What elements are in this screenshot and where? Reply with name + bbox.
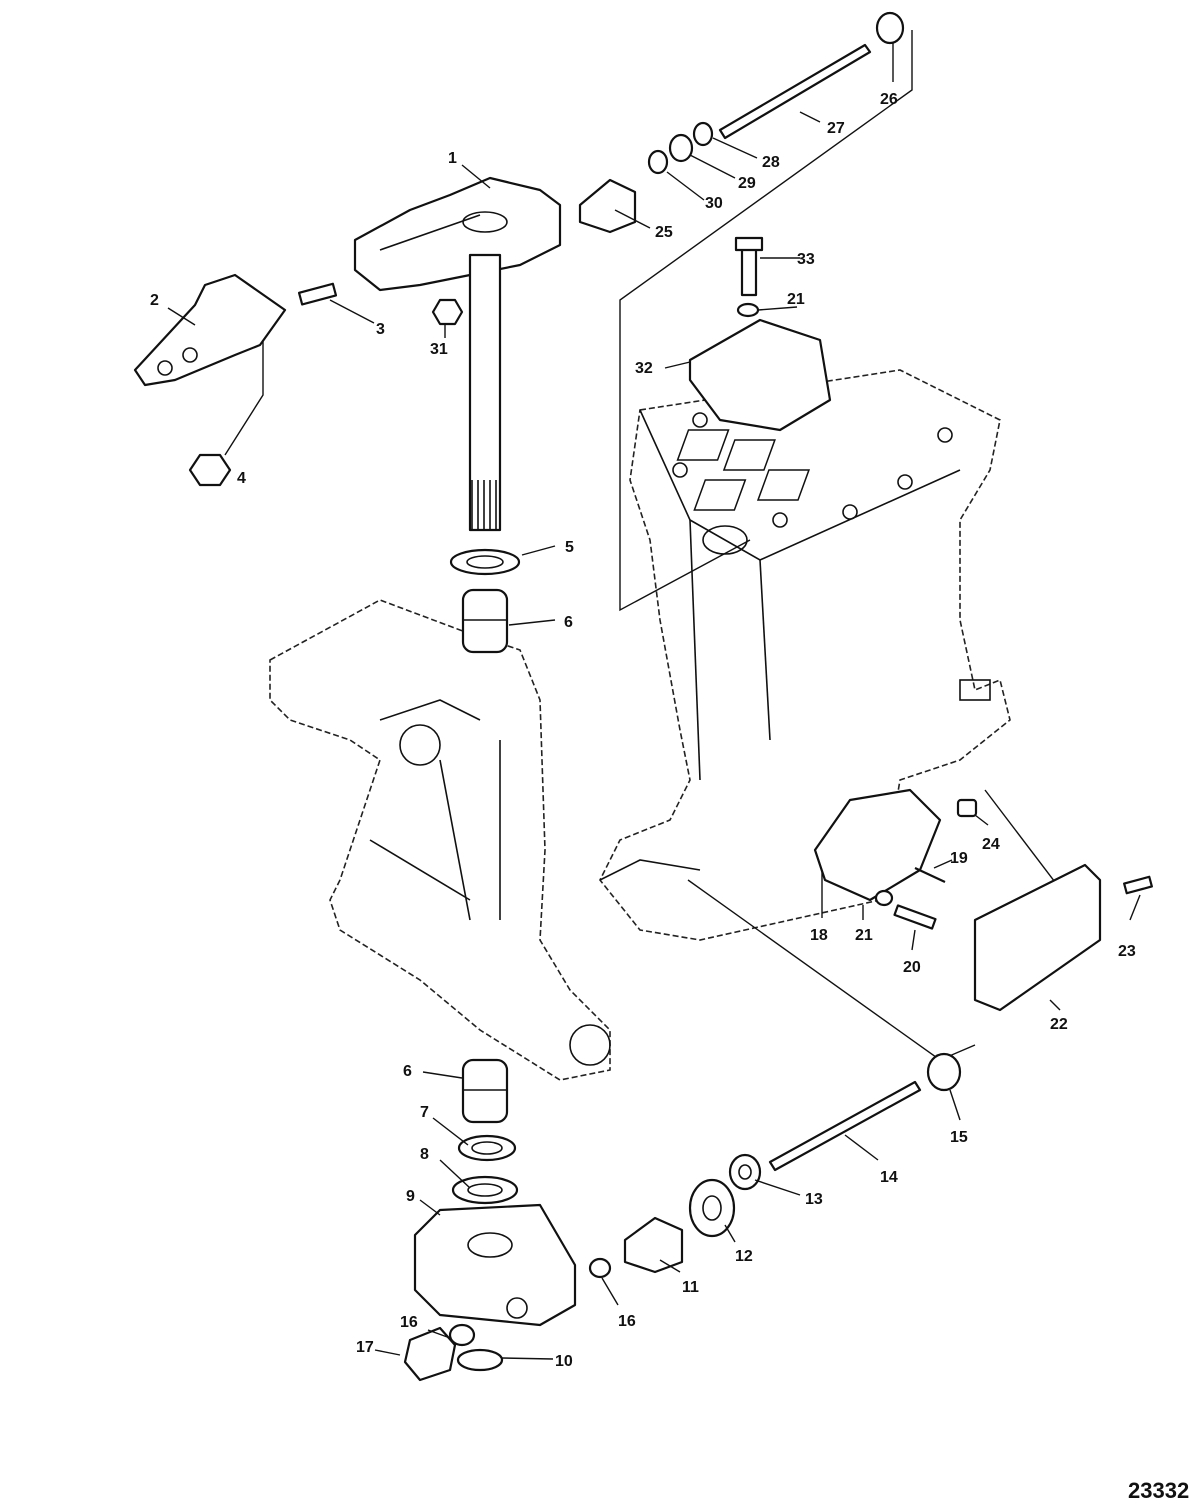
callout-21-lower: 21 [855, 927, 873, 944]
callout-8: 8 [420, 1146, 429, 1163]
callout-9: 9 [406, 1188, 415, 1205]
callout-25: 25 [655, 224, 673, 241]
callout-7: 7 [420, 1104, 429, 1121]
callout-4: 4 [237, 470, 246, 487]
callout-28: 28 [762, 154, 780, 171]
callout-2: 2 [150, 292, 159, 309]
callout-17: 17 [356, 1339, 374, 1356]
steering-shaft [468, 253, 502, 532]
callout-5: 5 [565, 539, 574, 556]
callout-16-left: 16 [400, 1314, 418, 1331]
callout-29: 29 [738, 175, 756, 192]
callout-19: 19 [950, 850, 968, 867]
callout-24: 24 [982, 836, 1000, 853]
callout-15: 15 [950, 1129, 968, 1146]
figure-number: 23332 [1128, 1478, 1189, 1503]
callout-30: 30 [705, 195, 723, 212]
callout-1: 1 [448, 150, 457, 167]
callout-18: 18 [810, 927, 828, 944]
upper-swivel-arm [353, 176, 562, 292]
swivel-bracket [269, 599, 611, 1081]
callout-26: 26 [880, 91, 898, 108]
callout-21-upper: 21 [787, 291, 805, 308]
callout-22: 22 [1050, 1016, 1068, 1033]
callout-11: 11 [682, 1279, 699, 1296]
callout-6-upper: 6 [564, 614, 573, 631]
callout-leaders [167, 42, 1141, 1360]
small-hardware [188, 11, 1153, 1382]
callout-12: 12 [735, 1248, 753, 1265]
callout-labels: 1 2 3 4 5 6 6 7 8 9 10 11 12 13 14 15 16… [150, 91, 1136, 1370]
callout-6-lower: 6 [403, 1063, 412, 1080]
mounting-plate [133, 273, 287, 387]
callout-23: 23 [1118, 943, 1136, 960]
callout-13: 13 [805, 1191, 823, 1208]
callout-20: 20 [903, 959, 921, 976]
callout-10: 10 [555, 1353, 573, 1370]
driveshaft-housing [599, 369, 1011, 941]
callout-31: 31 [430, 341, 448, 358]
callout-3: 3 [376, 321, 385, 338]
callout-16-right: 16 [618, 1313, 636, 1330]
callout-33: 33 [797, 251, 815, 268]
callout-32: 32 [635, 360, 653, 377]
callout-14: 14 [880, 1169, 898, 1186]
callout-27: 27 [827, 120, 845, 137]
